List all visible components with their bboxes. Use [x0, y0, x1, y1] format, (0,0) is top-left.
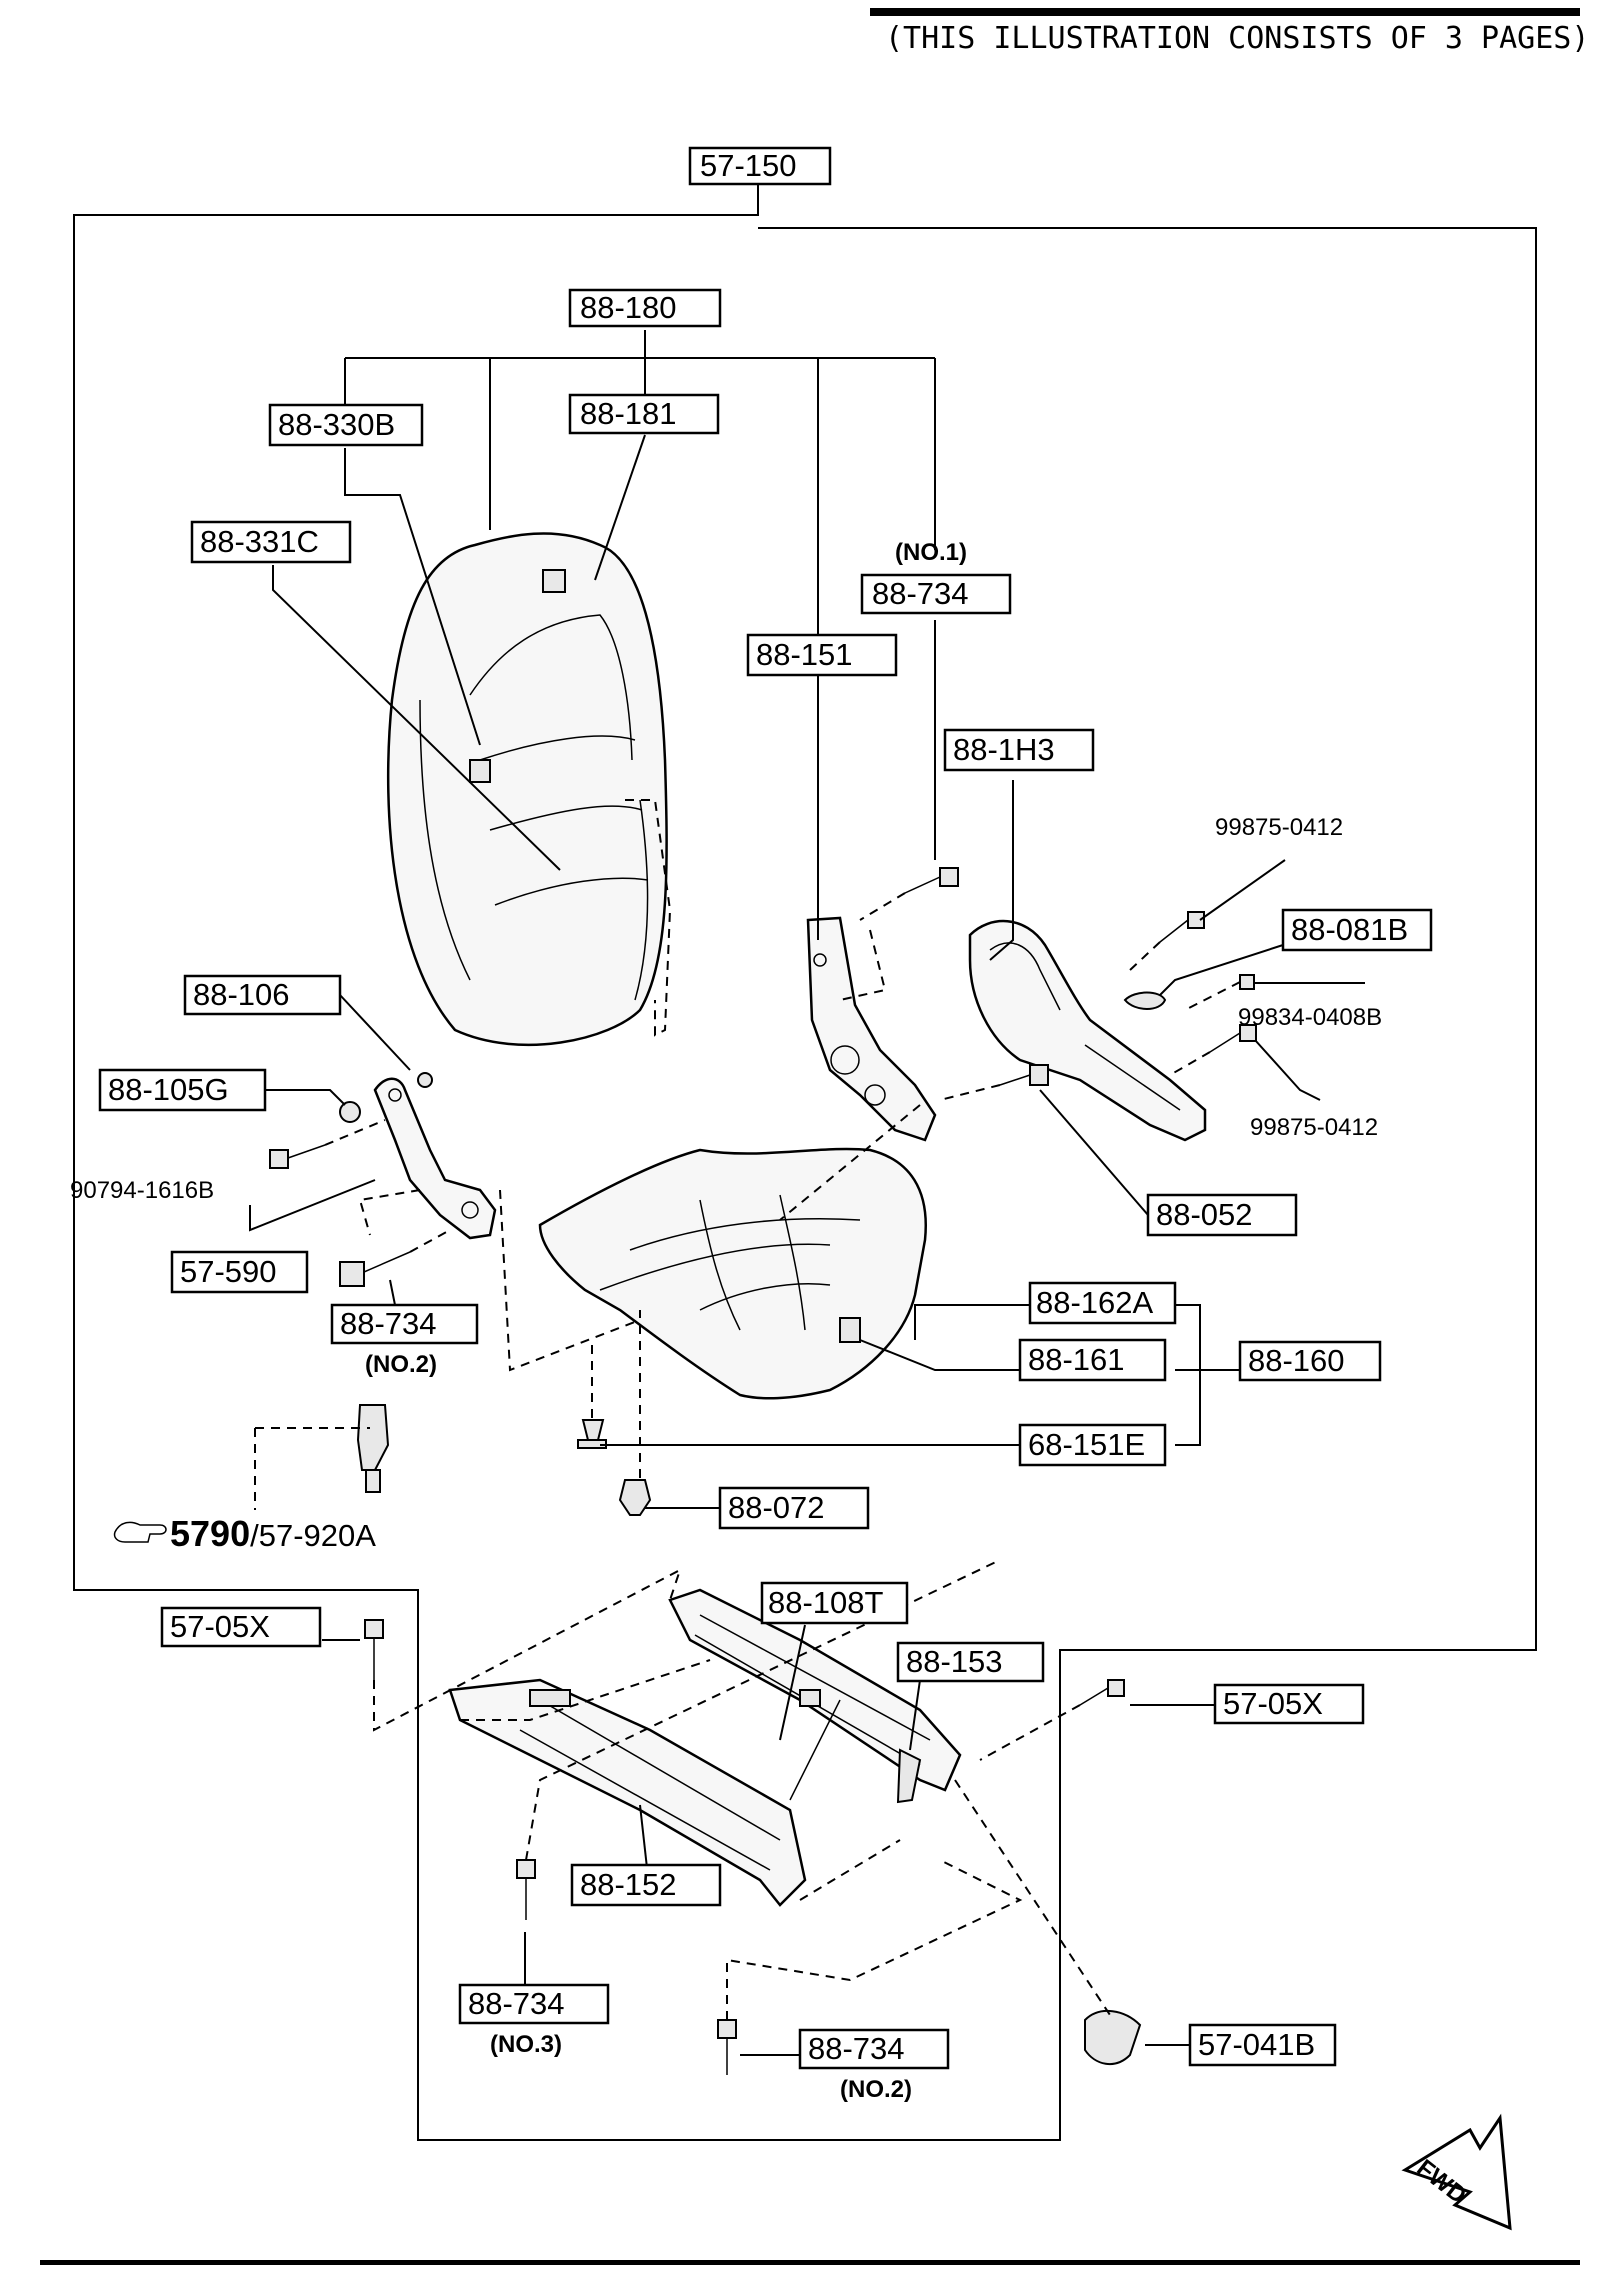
assembly-frame [73, 184, 1537, 2141]
seat-belt-buckle [356, 1404, 390, 1493]
buckle-reference: 5790/57-920A [113, 1513, 376, 1554]
label-cushion-trim: 88-161 [1018, 1338, 1167, 1382]
screw-top [1159, 911, 1205, 943]
label-side-bracket: 57-590 [170, 1250, 309, 1294]
label-back-cover: 88-330B [268, 403, 424, 447]
svg-text:88-734: 88-734 [872, 576, 969, 611]
label-rail-bolt-no3: 88-734 [458, 1983, 610, 2025]
guide-lines [254, 799, 1241, 2020]
label-clip: 88-072 [718, 1486, 870, 1530]
label-rail-bolt-no2-note: (NO.2) [840, 2076, 912, 2103]
seat-rail-right [668, 1588, 962, 1792]
label-lever: 88-153 [896, 1641, 1045, 1683]
hinge-frame [806, 916, 937, 1142]
clip [618, 1479, 652, 1516]
fastener [577, 1419, 607, 1449]
bolt-no2-left [339, 1251, 411, 1287]
top-rule [870, 8, 1580, 16]
svg-text:88-734: 88-734 [340, 1306, 437, 1341]
svg-text:68-151E: 68-151E [1028, 1427, 1145, 1462]
label-recliner-cover: 88-1H3 [943, 728, 1095, 772]
buckle-ref-bold: 5790 [170, 1513, 250, 1554]
seat-rail-left [448, 1678, 807, 1907]
label-back-clip: 88-331C [190, 520, 352, 564]
label-back-frame: 88-180 [568, 288, 722, 328]
svg-text:57-150: 57-150 [700, 148, 797, 183]
svg-text:88-105G: 88-105G [108, 1072, 229, 1107]
pointing-hand-icon [113, 1521, 167, 1543]
leader-lines [249, 330, 1365, 2056]
adjust-lever [789, 1699, 922, 1804]
label-rail-bolt-no2: 88-734 [798, 2028, 950, 2070]
label-pin: 88-106 [183, 974, 342, 1016]
label-rail-right: 88-108T [760, 1581, 909, 1625]
svg-text:88-081B: 88-081B [1291, 912, 1408, 947]
svg-text:57-05X: 57-05X [170, 1609, 270, 1644]
label-assembly: 57-150 [688, 146, 832, 186]
seat-back [386, 532, 668, 1047]
label-hinge-frame: 88-151 [746, 633, 898, 677]
label-recliner-bolt-no1-note: (NO.1) [895, 539, 967, 566]
page-count-note: (THIS ILLUSTRATION CONSISTS OF 3 PAGES) [885, 21, 1589, 56]
label-bolt-no2-left: 88-734 [330, 1303, 479, 1345]
label-recliner-bolt-no1: 88-734 [860, 573, 1012, 615]
label-end-cap: 57-041B [1188, 2023, 1337, 2067]
label-rail-bolt-no3-note: (NO.3) [490, 2031, 562, 2058]
end-cap [1084, 2009, 1142, 2065]
svg-text:88-052: 88-052 [1156, 1197, 1253, 1232]
svg-text:88-160: 88-160 [1248, 1343, 1345, 1378]
svg-text:88-734: 88-734 [468, 1986, 565, 2021]
svg-text:57-05X: 57-05X [1223, 1686, 1323, 1721]
label-screw-bottom: 99875-0412 [1250, 1114, 1378, 1141]
svg-text:88-072: 88-072 [728, 1490, 825, 1525]
svg-text:5790/57-920A: 5790/57-920A [170, 1513, 376, 1554]
svg-text:88-153: 88-153 [906, 1644, 1003, 1679]
label-knob: 88-081B [1281, 908, 1433, 952]
svg-text:88-151: 88-151 [756, 637, 853, 672]
svg-text:88-1H3: 88-1H3 [953, 732, 1055, 767]
svg-text:88-180: 88-180 [580, 290, 677, 325]
label-bolt-left: 90794-1616B [70, 1177, 214, 1204]
svg-text:88-162A: 88-162A [1036, 1285, 1154, 1320]
label-cushion-assy: 88-160 [1238, 1340, 1382, 1382]
label-screw-mid: 99834-0408B [1238, 1004, 1382, 1031]
label-bracket-bushing: 88-105G [98, 1068, 267, 1112]
svg-text:88-152: 88-152 [580, 1867, 677, 1902]
spacer [999, 1064, 1049, 1086]
fwd-arrow-icon: FWD [1401, 2113, 1512, 2231]
recliner-cover [968, 919, 1207, 1142]
svg-text:88-734: 88-734 [808, 2031, 905, 2066]
svg-text:57-590: 57-590 [180, 1254, 277, 1289]
bolt-left [269, 1144, 326, 1169]
label-back-trim: 88-181 [568, 393, 720, 435]
label-bolt-no2-left-note: (NO.2) [365, 1351, 437, 1378]
label-spacer: 88-052 [1146, 1193, 1298, 1237]
recliner-bolt-no1 [904, 867, 959, 894]
svg-text:57-041B: 57-041B [1198, 2027, 1315, 2062]
svg-text:88-161: 88-161 [1028, 1342, 1125, 1377]
side-bracket [339, 1072, 497, 1240]
svg-text:88-106: 88-106 [193, 977, 290, 1012]
bottom-rule [40, 2260, 1580, 2265]
label-rail-bolt-right: 57-05X [1213, 1683, 1365, 1725]
rail-bolts [364, 1619, 1125, 2075]
screw-bottom [1209, 1024, 1257, 1053]
label-rail-left: 88-152 [570, 1863, 722, 1907]
screw-mid [1239, 974, 1255, 990]
label-fastener: 68-151E [1018, 1423, 1167, 1467]
label-screw-top: 99875-0412 [1215, 814, 1343, 841]
svg-text:88-330B: 88-330B [278, 407, 395, 442]
label-cushion-pad: 88-162A [1028, 1281, 1177, 1325]
svg-text:88-331C: 88-331C [200, 524, 319, 559]
label-rail-bolt-left: 57-05X [160, 1606, 322, 1648]
svg-text:88-108T: 88-108T [768, 1585, 884, 1620]
seat-cushion [538, 1147, 927, 1400]
svg-text:88-181: 88-181 [580, 396, 677, 431]
buckle-ref-rest: /57-920A [250, 1518, 376, 1553]
